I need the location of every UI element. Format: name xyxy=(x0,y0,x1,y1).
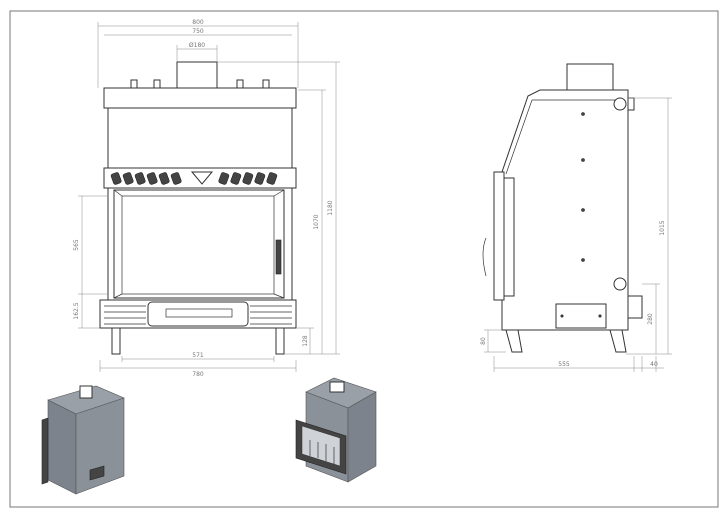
iso-rear-vent xyxy=(89,465,105,481)
door-glass xyxy=(121,195,275,295)
dim-foot-height: 80 xyxy=(480,337,487,345)
dim-height-280: 280 xyxy=(647,313,654,325)
dim-depth: 555 xyxy=(558,361,570,368)
dim-height-1180: 1180 xyxy=(327,200,334,215)
dim-opening-height: 565 xyxy=(73,239,80,251)
top-stud xyxy=(153,79,161,89)
top-plate xyxy=(103,87,297,109)
upper-body xyxy=(107,107,293,169)
door-handle xyxy=(275,239,282,275)
isometric-view-front xyxy=(295,377,377,483)
side-flue-collar xyxy=(566,63,614,91)
top-stud xyxy=(262,79,270,89)
dim-leg-height: 128 xyxy=(302,335,309,347)
iso-front-side xyxy=(347,391,377,483)
dim-upper-width: 750 xyxy=(192,28,204,35)
door-outer xyxy=(113,189,285,299)
dim-opening-width: 571 xyxy=(192,352,204,359)
side-dimensions: 1015 280 80 555 40 xyxy=(480,97,672,372)
iso-rear-right xyxy=(75,397,125,495)
rear-fitting-top xyxy=(627,97,635,111)
drawer-handle xyxy=(165,308,233,318)
iso-front-flue xyxy=(329,381,345,393)
dim-offset: 40 xyxy=(650,361,658,368)
ash-drawer xyxy=(147,301,249,327)
dim-height-1070: 1070 xyxy=(313,214,320,229)
logo-triangle xyxy=(190,171,214,185)
side-body xyxy=(501,89,629,331)
side-foot-front xyxy=(505,329,523,353)
dim-height-1015: 1015 xyxy=(659,220,666,235)
iso-rear-door-edge xyxy=(41,417,49,485)
front-dimensions: 800 750 Ø180 565 162.5 1070 1180 128 xyxy=(73,19,340,378)
front-view xyxy=(99,61,297,355)
flue-collar xyxy=(176,61,218,89)
sheet-border xyxy=(9,10,719,508)
front-leg-right xyxy=(275,327,285,355)
top-stud xyxy=(236,79,244,89)
dim-flue-diameter: Ø180 xyxy=(189,42,205,49)
iso-rear-left xyxy=(47,399,77,495)
rear-fitting-bottom xyxy=(627,295,643,319)
side-inspection-plate xyxy=(555,303,607,329)
side-door-frame xyxy=(503,177,515,297)
isometric-view-rear xyxy=(41,385,125,495)
side-view xyxy=(482,63,643,353)
side-foot-rear xyxy=(609,329,627,353)
grille-slots xyxy=(110,171,278,185)
iso-rear-flue xyxy=(79,385,93,399)
side-handle xyxy=(482,237,487,277)
dim-base-width: 780 xyxy=(192,371,204,378)
rear-pipe-bottom xyxy=(613,277,627,291)
dim-lower-height: 162.5 xyxy=(73,302,80,319)
top-stud xyxy=(130,79,138,89)
dim-overall-width: 800 xyxy=(192,19,204,26)
front-leg-left xyxy=(111,327,121,355)
rear-pipe-top xyxy=(613,97,627,111)
iso-front-glass xyxy=(301,425,341,467)
side-door-profile xyxy=(493,171,505,301)
